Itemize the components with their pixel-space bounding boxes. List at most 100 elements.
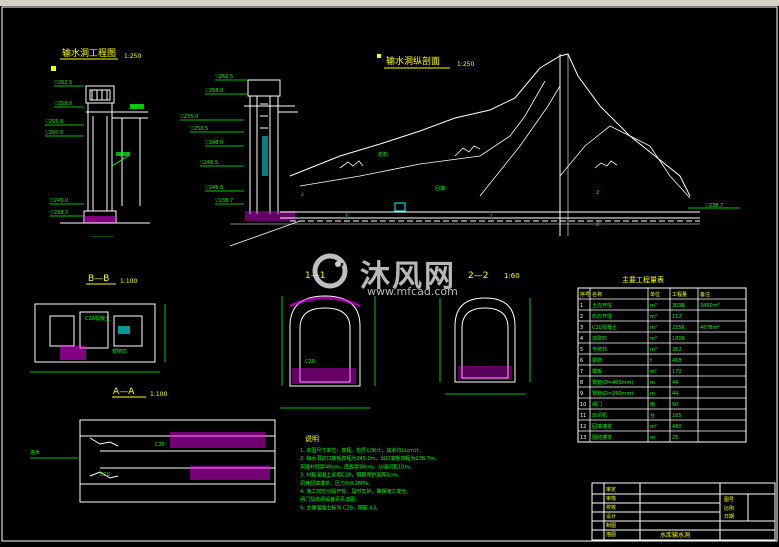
table-cell: 石方开挖 [592, 313, 612, 320]
title-block-row: 校核 [606, 504, 616, 511]
table-cell: 8 [580, 380, 583, 386]
table-cell: m [650, 380, 655, 386]
table-cell: 6 [580, 358, 583, 364]
section-bb-scale: 1:100 [120, 278, 137, 285]
svg-text:▽246.5: ▽246.5 [200, 160, 218, 166]
table-cell: m³ [650, 336, 657, 342]
table-cell: 12 [580, 424, 586, 430]
table-cell: m [650, 435, 655, 441]
svg-text:▽262.5: ▽262.5 [215, 74, 233, 80]
table-cell: 干砌石 [592, 346, 607, 353]
elev-1: ▽262.5 [54, 80, 72, 86]
elev-2: ▽258.0 [54, 101, 72, 107]
watermark: 沐风网 www.mfcad.com [305, 251, 480, 299]
note-line: 洞身回填灌浆，压力为0.2MPa。 [300, 480, 373, 487]
section-bb: B—B 1:100 C20混凝土 浆砌石 [30, 274, 166, 373]
table-cell: 回填灌浆 [592, 423, 612, 430]
table-cell: m³ [650, 314, 657, 320]
left-elevation-scale: 1:250 [124, 53, 141, 60]
section-aa-scale: 1:100 [150, 391, 167, 398]
table-cell: m³ [650, 325, 657, 331]
table-header-cell: 工程量 [672, 291, 687, 298]
profile-scale: 1:250 [457, 61, 474, 68]
note-line: 2. 输水洞进口底板高程为245.0m，出口底板高程为238.7m。 [300, 455, 440, 462]
table-cell: 土方开挖 [592, 302, 612, 309]
note-line: 5. 主体混凝土标号 C20，钢筋 A3。 [300, 504, 381, 511]
table-cell: 352 [672, 347, 682, 353]
svg-text:C20: C20 [305, 359, 315, 365]
svg-text:↓: ↓ [300, 192, 304, 198]
table-cell: m [650, 391, 655, 397]
watermark-brand: 沐风网 [360, 259, 456, 294]
tb-label-date: 日期 [724, 514, 734, 520]
table-cell: 钢筋 [592, 357, 602, 364]
left-elevation-view: 输水洞工程图 1:250 ▽262.5 ▽258.0 ▽255.0 ▽250.5… [45, 47, 150, 239]
svg-text:C20: C20 [100, 472, 110, 478]
table-cell: 3450m³ [700, 303, 720, 309]
svg-text:岩石: 岩石 [378, 151, 388, 158]
table-cell: 4678m³ [700, 325, 720, 331]
svg-text:——————: —————— [90, 234, 114, 239]
svg-text:▽245.0: ▽245.0 [205, 185, 223, 191]
table-cell: t [650, 358, 652, 364]
table-cell: 固结灌浆 [592, 434, 612, 441]
table-cell: 25 [672, 435, 678, 441]
note-line: 闸门及启闭设备另见详图。 [300, 496, 360, 503]
table-title: 主要工程量表 [622, 275, 664, 284]
table-cell: 112 [672, 314, 682, 320]
table-cell: m² [650, 424, 657, 430]
section-aa: A—A 1:100 进水 C20 C20 [30, 387, 276, 503]
title-block-row: 审核 [606, 495, 616, 502]
table-cell: 2356 [672, 325, 685, 331]
svg-text:回填: 回填 [435, 185, 445, 192]
title-block-row: 设计 [606, 513, 616, 520]
svg-text:1: 1 [345, 214, 348, 220]
table-cell: 1806 [672, 336, 685, 342]
cad-viewport[interactable]: 输水洞工程图 1:250 ▽262.5 ▽258.0 ▽255.0 ▽250.5… [0, 6, 779, 543]
elev-3: ▽255.0 [45, 119, 63, 125]
note-line: 1. 本图尺寸单位：高程、桩号以米计，其余均以cm计。 [300, 447, 424, 454]
table-cell: 4 [580, 336, 583, 342]
table-cell: 台 [650, 412, 655, 419]
table-cell: m³ [650, 347, 657, 353]
table-cell: m³ [650, 303, 657, 309]
table-cell: 闸门 [592, 401, 602, 408]
table-cell: 480 [672, 424, 682, 430]
table-header-cell: 单位 [650, 291, 660, 298]
table-cell: 44 [672, 391, 678, 397]
notes-heading: 说明 [305, 434, 319, 443]
section-22: 2—2 1:60 [439, 271, 531, 395]
notes-block: 说明 1. 本图尺寸单位：高程、桩号以米计，其余均以cm计。2. 输水洞进口底板… [300, 434, 440, 511]
elev-5: ▽245.0 [50, 198, 68, 204]
table-cell: 13 [580, 435, 586, 441]
table-cell: 3 [580, 325, 583, 331]
table-cell: 启闭机 [592, 412, 607, 419]
table-cell: 扇 [650, 401, 655, 408]
table-cell: m² [650, 369, 657, 375]
table-cell: 11 [580, 413, 586, 419]
table-cell: 44 [672, 380, 678, 386]
table-cell: 10 [580, 402, 586, 408]
table-header-cell: 序号 [580, 291, 590, 298]
table-cell: C20混凝土 [592, 324, 617, 331]
table-cell: 5 [580, 347, 583, 353]
svg-text:进水: 进水 [30, 449, 40, 456]
section-22-scale: 1:60 [504, 272, 520, 280]
table-header-cell: 备注 [700, 291, 710, 298]
svg-text:1: 1 [490, 214, 493, 220]
svg-text:▽238.7: ▽238.7 [215, 198, 233, 204]
svg-text:C20混凝土: C20混凝土 [85, 315, 110, 322]
title-block-row: 审定 [606, 486, 616, 493]
svg-text:C20: C20 [155, 442, 165, 448]
svg-text:▽238.7: ▽238.7 [705, 203, 723, 209]
elev-6: ▽238.7 [50, 210, 68, 216]
table-cell: 165 [672, 413, 682, 419]
title-block-row: 描图 [606, 531, 616, 538]
table-cell: 458 [672, 358, 682, 364]
note-line: 洞身衬砌厚40cm，底板厚50cm，分缝间距10m。 [300, 463, 414, 470]
table-cell: 钢管(D=400mm) [592, 379, 633, 386]
tb-label-drawing-no: 图号 [724, 497, 734, 503]
left-elevation-title: 输水洞工程图 [62, 47, 116, 59]
